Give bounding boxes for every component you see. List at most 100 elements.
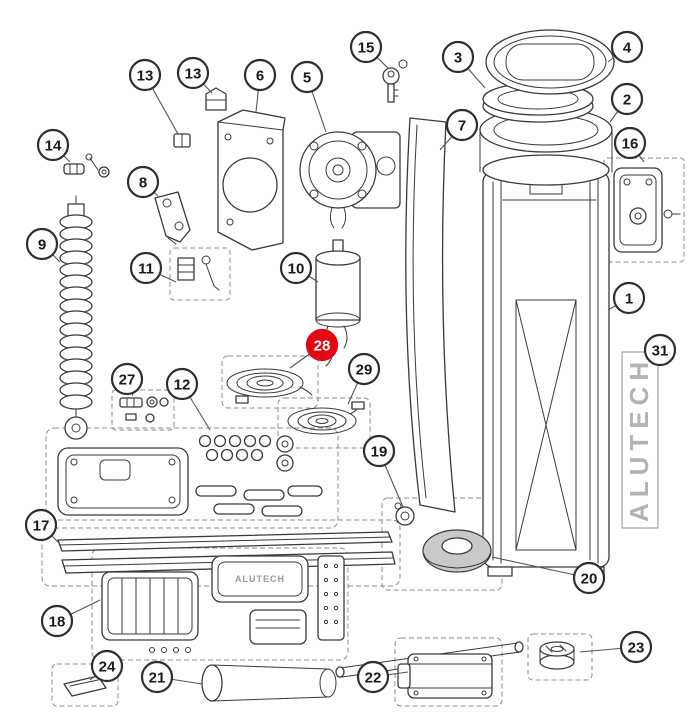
callout-10[interactable]: 10 (279, 251, 319, 285)
callout-13[interactable]: 13 (128, 58, 179, 135)
callout-23[interactable]: 23 (579, 630, 653, 664)
callout-circle[interactable] (36, 128, 70, 162)
callout-circle[interactable] (613, 126, 647, 160)
callout-19[interactable]: 19 (362, 434, 404, 508)
callout-11[interactable]: 11 (129, 251, 177, 285)
callout-circle[interactable] (129, 251, 163, 285)
callout-number: 13 (137, 68, 154, 85)
part-screws (119, 396, 169, 423)
callout-circle[interactable] (445, 108, 479, 142)
callout-8[interactable]: 8 (126, 165, 160, 199)
callout-17[interactable]: 17 (24, 508, 59, 543)
callout-12[interactable]: 12 (165, 367, 211, 431)
callout-number: 23 (628, 640, 645, 657)
callout-7[interactable]: 7 (439, 108, 479, 151)
callout-circle[interactable] (140, 660, 174, 694)
callout-number: 2 (623, 92, 631, 109)
callout-circle[interactable] (24, 508, 58, 542)
callout-circle[interactable] (612, 281, 646, 315)
callout-circle[interactable] (243, 58, 277, 92)
callout-number: 24 (99, 659, 116, 676)
part-logo-text: ALUTECH (235, 574, 285, 584)
callout-14[interactable]: 14 (36, 128, 71, 163)
group-outlines (41, 157, 685, 707)
callout-circle[interactable] (110, 362, 144, 396)
part-clip-a (173, 133, 191, 148)
callout-circle[interactable] (25, 227, 59, 261)
part-main-body (482, 171, 610, 577)
callout-circle[interactable] (40, 604, 74, 638)
callout-number: 18 (49, 614, 66, 631)
callout-circle[interactable] (176, 56, 210, 90)
callout-number: 29 (356, 362, 373, 379)
callout-number: 7 (458, 118, 466, 135)
part-motor-unit (299, 131, 401, 229)
part-tube (201, 664, 337, 702)
callout-15[interactable]: 15 (349, 30, 389, 69)
callout-number: 3 (454, 50, 462, 67)
callout-circle[interactable] (290, 60, 324, 94)
part-bolt-assembly (63, 153, 110, 178)
callout-16[interactable]: 16 (613, 126, 647, 163)
part-tray-set: ALUTECH (101, 555, 345, 653)
callout-circle[interactable] (347, 352, 381, 386)
callout-20[interactable]: 20 (491, 556, 606, 595)
part-spring (59, 195, 93, 440)
callout-circle[interactable] (610, 82, 644, 116)
callout-number: 21 (149, 670, 166, 687)
callout-4[interactable]: 4 (607, 30, 644, 64)
callout-circle[interactable] (610, 30, 644, 64)
callout-29[interactable]: 29 (347, 352, 381, 405)
callout-1[interactable]: 1 (607, 281, 646, 315)
callout-number: 13 (185, 66, 202, 83)
callout-leader-line (491, 556, 590, 579)
callout-22[interactable]: 22 (356, 660, 409, 694)
part-flat-plate (63, 675, 107, 697)
callout-circle[interactable] (572, 561, 606, 595)
part-small-hardware (177, 255, 220, 291)
callout-circle[interactable] (126, 165, 160, 199)
callout-circle[interactable] (362, 434, 396, 468)
callout-number: 9 (38, 237, 46, 254)
part-coil-ring (422, 529, 492, 573)
callout-2[interactable]: 2 (609, 82, 644, 123)
callout-18[interactable]: 18 (40, 599, 101, 638)
callout-number: 19 (371, 444, 388, 461)
part-wire-coil-29 (287, 401, 365, 435)
callout-24[interactable]: 24 (89, 649, 124, 683)
callout-21[interactable]: 21 (140, 660, 203, 694)
callout-6[interactable]: 6 (243, 58, 277, 113)
callout-number: 14 (45, 138, 62, 155)
callout-number: 1 (625, 291, 633, 308)
callout-number: 10 (288, 261, 305, 278)
callout-27[interactable]: 27 (110, 362, 144, 397)
callout-number: 20 (581, 571, 598, 588)
part-gasket-set (57, 434, 323, 517)
callout-number: 4 (623, 40, 632, 57)
callout-circle[interactable] (128, 58, 162, 92)
callout-circle[interactable] (349, 30, 383, 64)
callout-28-highlighted[interactable]: 28 (289, 328, 339, 369)
callout-31[interactable]: 31 (643, 333, 677, 367)
part-release-lever (154, 191, 191, 245)
callout-circle[interactable] (356, 660, 390, 694)
callout-13[interactable]: 13 (176, 56, 213, 94)
callout-number: 11 (138, 261, 154, 278)
callout-number: 6 (256, 68, 264, 85)
callout-9[interactable]: 9 (25, 227, 61, 263)
part-mounting-plate (217, 109, 286, 251)
callout-circle[interactable] (643, 333, 677, 367)
callout-circle[interactable] (441, 40, 475, 74)
part-control-plate (613, 167, 681, 253)
callout-circle[interactable] (90, 649, 124, 683)
callout-3[interactable]: 3 (441, 40, 486, 89)
part-clip-b (205, 87, 227, 111)
callout-circle[interactable] (279, 251, 313, 285)
callout-number: 8 (139, 175, 147, 192)
callout-5[interactable]: 5 (290, 60, 327, 133)
callout-circle[interactable] (165, 367, 199, 401)
callout-number: 17 (33, 518, 50, 535)
callout-circle[interactable] (619, 630, 653, 664)
brand-label-text: ALUTECH (624, 356, 654, 522)
callout-circle[interactable] (305, 328, 339, 362)
